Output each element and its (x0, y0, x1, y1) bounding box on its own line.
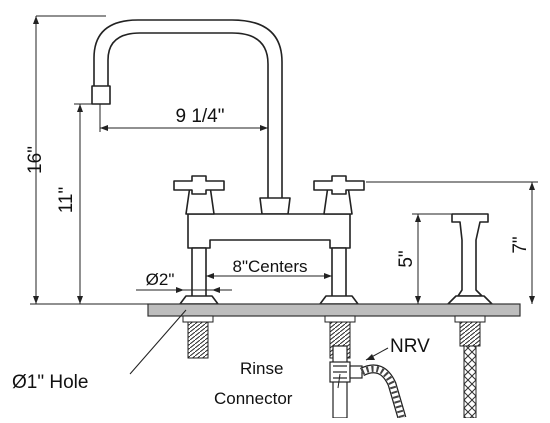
shank-diameter-label: Ø2" (146, 270, 175, 289)
sprayer-hose (463, 345, 477, 419)
faucet-drawing (91, 19, 493, 305)
rinse-connector-fitting (329, 345, 363, 419)
handle-height-label: 7" (510, 236, 531, 253)
spout-height-label: 11" (56, 187, 77, 213)
handle-spacing-label: 8"Centers (232, 257, 307, 276)
hole-callout: Ø1" Hole (12, 372, 88, 393)
countertop (147, 303, 521, 317)
rinse-callout-line1: Rinse (240, 359, 283, 378)
sprayer-height-label: 5" (396, 250, 417, 267)
spout-reach-label: 9 1/4" (175, 106, 224, 127)
dimension-lines (30, 15, 538, 389)
rinse-callout-line2: Connector (214, 389, 293, 408)
nrv-callout: NRV (390, 336, 430, 357)
overall-height-label: 16" (25, 146, 46, 174)
